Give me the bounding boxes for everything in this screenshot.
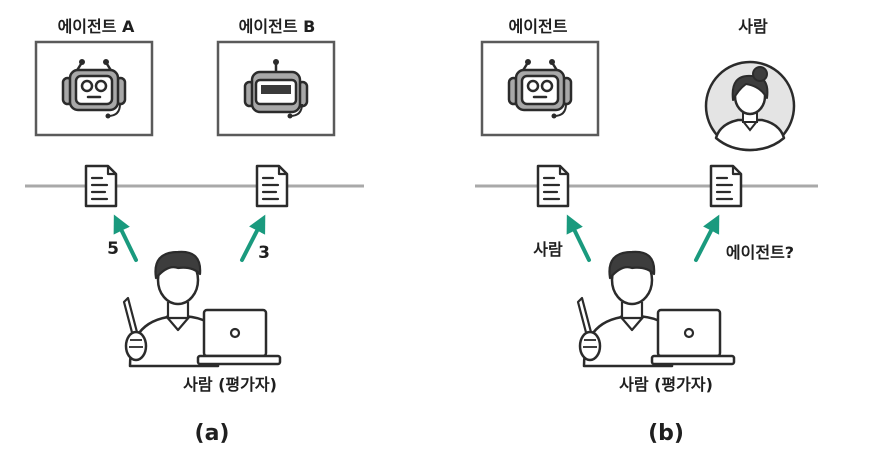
guess-right-label: 에이전트? <box>726 243 794 262</box>
caption-b: (b) <box>648 421 684 446</box>
rating-arrow-b <box>240 214 266 262</box>
agent-b-label: 에이전트 B <box>239 17 316 36</box>
agent-a-label: 에이전트 A <box>58 17 135 36</box>
rating-arrow-a <box>113 214 138 262</box>
score-b: 3 <box>258 243 270 263</box>
panel-b: 에이전트 사람 사람 에이전트? 사람 (평가자) (b) <box>475 17 818 446</box>
human-icon <box>704 60 796 152</box>
agent-label: 에이전트 <box>509 17 568 36</box>
document-a-icon <box>84 164 118 208</box>
evaluator-a-icon <box>122 250 282 368</box>
panel-a: 에이전트 A 에이전트 B 5 3 사람 (평가자) (a) <box>25 17 364 446</box>
document-left-icon <box>536 164 570 208</box>
evaluator-b-icon <box>576 250 736 368</box>
guess-left-label: 사람 <box>533 240 563 259</box>
evaluator-a-label: 사람 (평가자) <box>183 375 277 394</box>
evaluator-b-label: 사람 (평가자) <box>619 375 713 394</box>
judgment-arrow-left <box>566 214 591 262</box>
document-right-icon <box>709 164 743 208</box>
score-a: 5 <box>107 239 119 259</box>
caption-a: (a) <box>195 421 230 446</box>
judgment-arrow-right <box>694 214 720 262</box>
document-b-icon <box>255 164 289 208</box>
human-label: 사람 <box>738 17 768 36</box>
